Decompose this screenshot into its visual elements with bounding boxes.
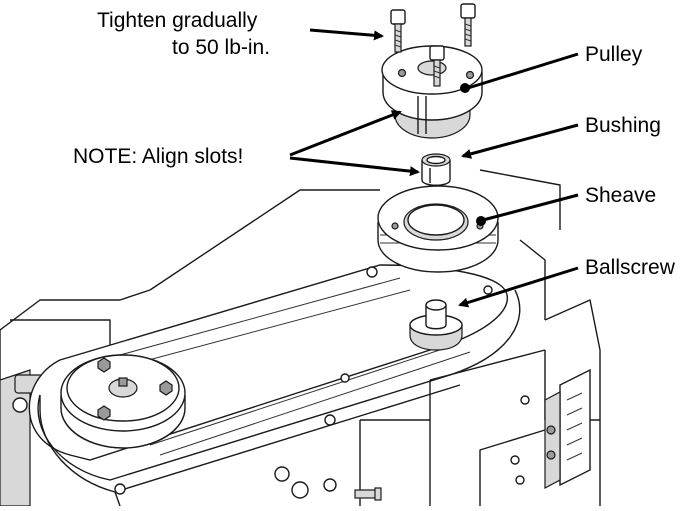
sheave-label: Sheave (585, 184, 657, 207)
leader-lines (289, 28, 579, 308)
ballscrew-label: Ballscrew (585, 256, 675, 279)
bushing (421, 153, 451, 186)
bushing-label: Bushing (585, 114, 661, 137)
arrow-to-bushing-slot (289, 156, 420, 177)
sheave-dot (476, 216, 486, 226)
arrow-to-bushing (461, 123, 579, 159)
pulley (381, 45, 483, 139)
arrow-to-ballscrew (458, 266, 579, 308)
ballscrew (409, 299, 463, 351)
cap-screw (390, 9, 406, 53)
arrow-to-bolts (309, 28, 384, 41)
tighten-label: Tighten gradually (97, 9, 258, 32)
note-label: NOTE: Align slots! (73, 145, 244, 168)
arrow-to-pulley-slot (289, 110, 402, 157)
cap-screw (429, 45, 445, 87)
machine-housing (0, 169, 601, 507)
pulley-dot (460, 83, 470, 93)
drive-pulley (60, 354, 186, 449)
cap-screws (390, 3, 476, 87)
pulley-bolt-heads (97, 357, 173, 421)
pulley-label: Pulley (585, 43, 643, 66)
tighten-torque-label: to 50 lb-in. (172, 36, 271, 59)
leader-sheave (482, 193, 579, 222)
leader-pulley (467, 52, 579, 90)
cap-screw (460, 3, 476, 47)
sheave (377, 185, 499, 273)
